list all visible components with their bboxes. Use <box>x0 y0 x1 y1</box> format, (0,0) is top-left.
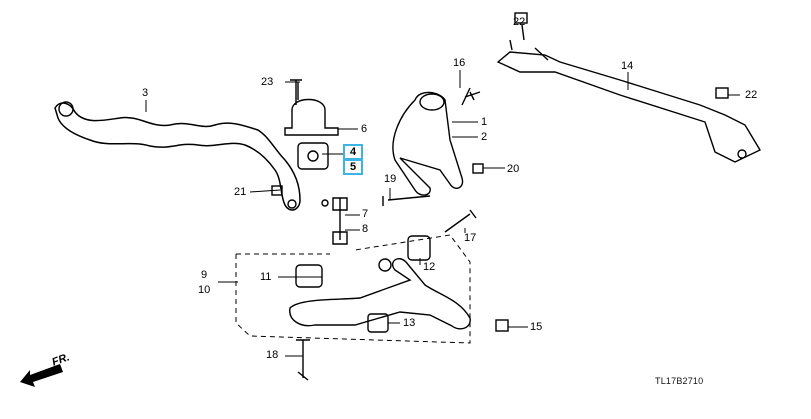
callout-16[interactable]: 16 <box>453 57 466 69</box>
lower-arm <box>289 235 471 333</box>
callout-9[interactable]: 9 <box>201 269 208 281</box>
callout-7[interactable]: 7 <box>362 208 369 220</box>
callout-17[interactable]: 17 <box>464 232 477 244</box>
diagram-code: TL17B2710 <box>655 376 704 386</box>
crossmember <box>496 12 761 163</box>
assembly-outline <box>235 234 471 344</box>
callout-19[interactable]: 19 <box>384 173 397 185</box>
callout-23[interactable]: 23 <box>261 76 274 88</box>
callout-15[interactable]: 15 <box>530 321 543 333</box>
callout-22-top[interactable]: 22 <box>513 16 526 28</box>
callout-8[interactable]: 8 <box>362 223 369 235</box>
callout-6[interactable]: 6 <box>361 123 368 135</box>
callout-21[interactable]: 21 <box>234 186 247 198</box>
callout-13[interactable]: 13 <box>403 317 416 329</box>
callout-12[interactable]: 12 <box>423 261 436 273</box>
stabilizer-bar <box>54 101 301 211</box>
callout-18[interactable]: 18 <box>266 349 279 361</box>
callout-20[interactable]: 20 <box>507 163 520 175</box>
callout-5-highlighted[interactable]: 5 <box>343 159 363 175</box>
callout-10[interactable]: 10 <box>198 284 211 296</box>
stabilizer-link <box>321 197 348 245</box>
callout-14[interactable]: 14 <box>621 60 634 72</box>
knuckle-bracket <box>392 91 481 196</box>
leader-lines <box>145 70 740 357</box>
bolts <box>271 82 509 381</box>
callout-4-highlighted[interactable]: 4 <box>343 144 363 160</box>
callout-3[interactable]: 3 <box>142 87 149 99</box>
callout-22-right[interactable]: 22 <box>745 89 758 101</box>
callout-11[interactable]: 11 <box>260 271 272 283</box>
callout-1[interactable]: 1 <box>481 116 488 128</box>
bushing-holder <box>284 79 339 170</box>
front-arrow-icon <box>20 364 63 387</box>
callout-2[interactable]: 2 <box>481 131 488 143</box>
